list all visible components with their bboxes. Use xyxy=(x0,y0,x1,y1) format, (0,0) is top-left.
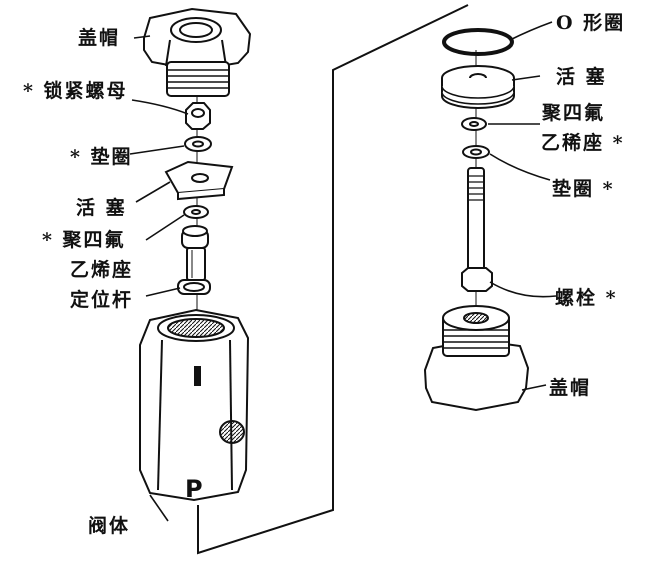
left-ptfe-seat-part xyxy=(183,205,209,219)
left-lock-nut-part xyxy=(185,102,211,130)
label-left-washer: * 垫圈 xyxy=(70,146,133,168)
left-locating-rod-part xyxy=(177,225,211,295)
right-bolt-part xyxy=(461,167,493,292)
label-left-cap: 盖帽 xyxy=(78,27,121,49)
label-left-ptfe-seat-2: 乙烯座 xyxy=(70,259,134,281)
connector-path xyxy=(197,4,469,555)
left-washer-part xyxy=(184,136,212,152)
label-left-lock-nut: * 锁紧螺母 xyxy=(23,80,128,102)
label-left-piston: 活 塞 xyxy=(76,197,127,219)
label-right-washer: 垫圈 * xyxy=(552,178,615,200)
label-left-locating-rod: 定位杆 xyxy=(70,289,134,311)
right-ptfe-seat-part xyxy=(461,117,487,131)
label-right-ptfe-seat-1: 聚四氟 xyxy=(542,102,606,124)
left-valve-body-part xyxy=(139,308,250,502)
label-left-ptfe-seat-1: * 聚四氟 xyxy=(42,229,126,251)
label-right-ptfe-seat-2: 乙稀座 * xyxy=(541,132,625,154)
right-o-ring-part xyxy=(442,28,514,56)
label-left-valve-body: 阀体 xyxy=(88,515,131,537)
right-washer-part xyxy=(462,145,490,159)
left-cap-part xyxy=(143,7,252,97)
label-right-o-ring: O 形圈 xyxy=(556,12,626,34)
label-right-piston: 活 塞 xyxy=(556,66,607,88)
leader-lines xyxy=(129,21,557,522)
label-right-bolt: 螺栓 * xyxy=(555,287,618,309)
label-right-cap: 盖帽 xyxy=(549,377,592,399)
port-mark-p: P xyxy=(185,475,203,503)
port-mark-i xyxy=(194,366,201,386)
right-cap-part xyxy=(423,305,530,412)
right-piston-part xyxy=(441,65,515,109)
left-piston-part xyxy=(164,160,234,201)
